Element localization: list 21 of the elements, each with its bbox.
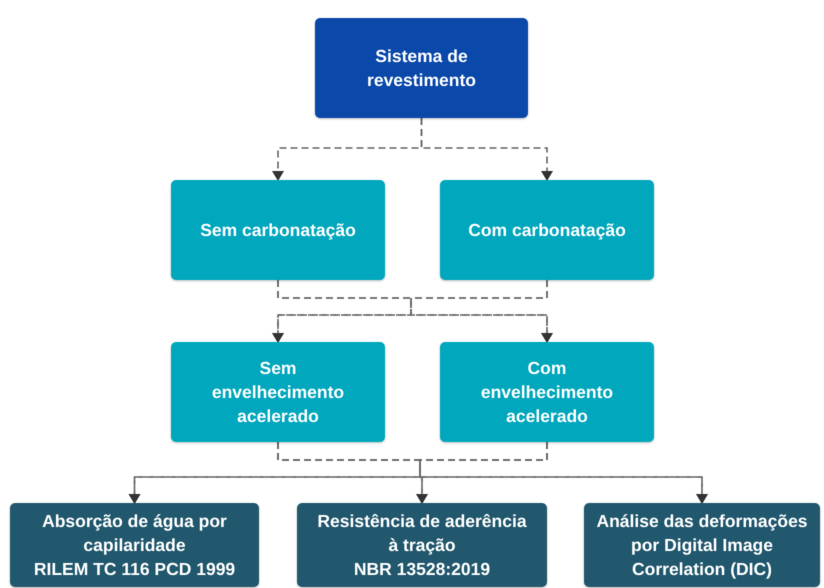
dashed-arrow — [410, 280, 553, 343]
dashed-arrow — [420, 118, 553, 181]
box-label: Sem carbonatação — [200, 219, 356, 242]
condition-box — [440, 342, 654, 442]
box-label: NBR 13528:2019 — [354, 558, 490, 581]
test-box — [297, 503, 547, 587]
box-label: Resistência de aderência à tração — [317, 510, 527, 557]
box-label: RILEM TC 116 PCD 1999 — [34, 558, 236, 581]
dashed-arrow — [419, 442, 708, 504]
box-label: Sistema de revestimento — [366, 45, 477, 92]
system-box — [315, 18, 528, 118]
condition-box — [440, 180, 654, 280]
box-label: Análise das deformações por Digital Image Correlation (DIC) — [595, 510, 809, 581]
box-label: Sem envelhecimento acelerado — [210, 357, 346, 428]
test-box — [584, 503, 820, 587]
test-box — [10, 503, 259, 587]
box-label: Com carbonatação — [468, 219, 626, 242]
condition-box — [171, 180, 385, 280]
box-label: Absorção de água por capilaridade — [41, 510, 228, 557]
box-label: Com envelhecimento acelerado — [480, 357, 614, 428]
condition-box — [171, 342, 385, 442]
